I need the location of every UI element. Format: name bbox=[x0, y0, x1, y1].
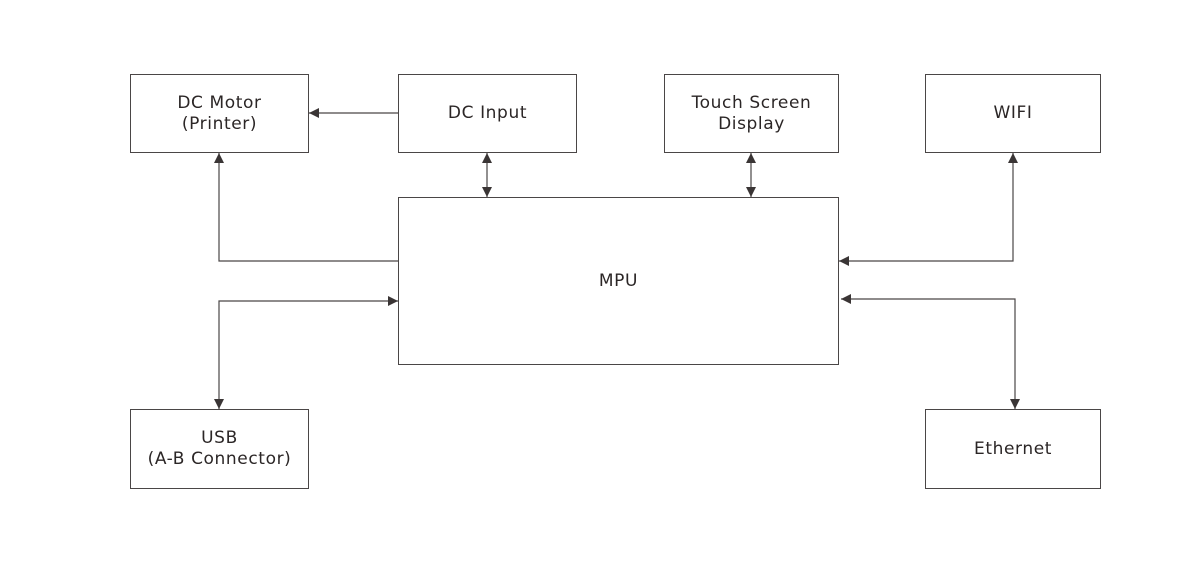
connector-ethernet-mpu bbox=[841, 294, 1020, 409]
block-label: MPU bbox=[598, 270, 639, 291]
block-dc-motor: DC Motor (Printer) bbox=[130, 74, 309, 153]
connector-usb-mpu bbox=[214, 296, 398, 409]
connector-mpu-dcmotor bbox=[214, 153, 398, 262]
block-label: DC Input bbox=[447, 103, 528, 123]
block-dc-input: DC Input bbox=[398, 74, 577, 153]
block-wifi: WIFI bbox=[925, 74, 1101, 153]
block-label: DC Motor (Printer) bbox=[177, 92, 262, 134]
block-label: WIFI bbox=[993, 103, 1033, 123]
block-mpu: MPU bbox=[398, 197, 839, 365]
block-label: Ethernet bbox=[973, 438, 1053, 459]
connector-wifi-mpu bbox=[839, 153, 1018, 266]
block-label: Touch Screen Display bbox=[691, 92, 812, 134]
block-usb: USB (A-B Connector) bbox=[130, 409, 309, 489]
block-label: USB (A-B Connector) bbox=[147, 428, 292, 469]
block-ethernet: Ethernet bbox=[925, 409, 1101, 489]
block-touch-screen-display: Touch Screen Display bbox=[664, 74, 839, 153]
